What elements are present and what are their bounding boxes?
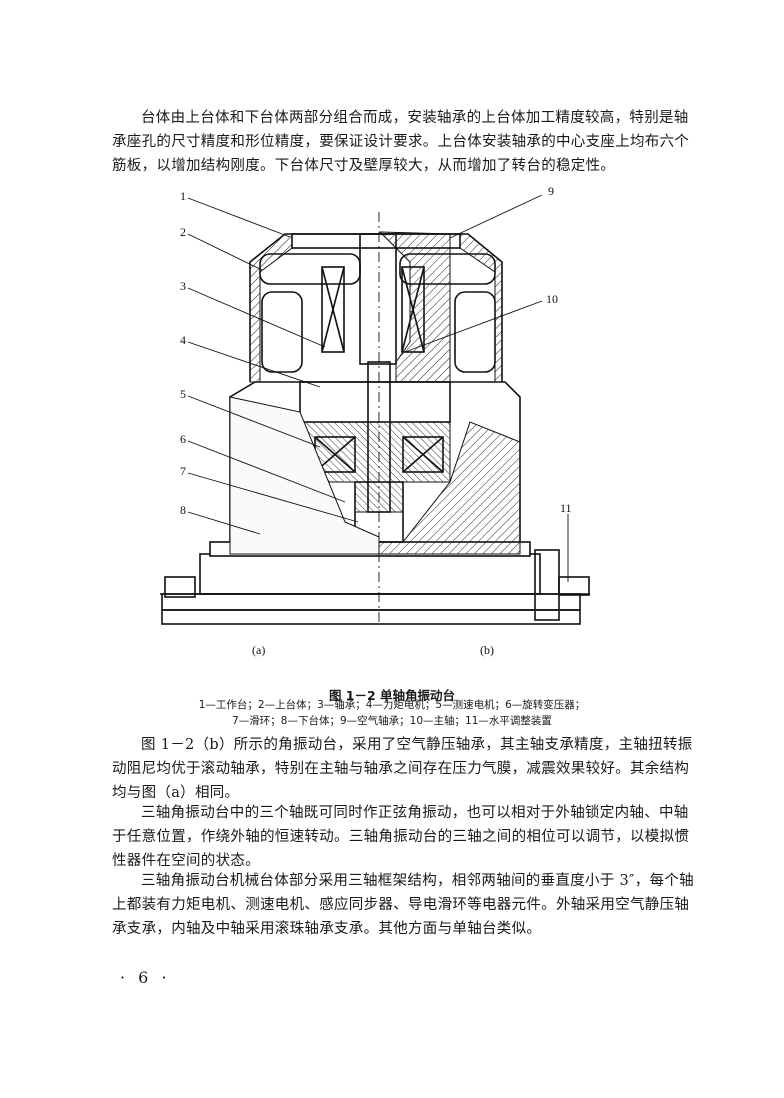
callout-11: 11 [560, 501, 572, 515]
callout-9: 9 [548, 184, 554, 198]
paragraph-body-3: 三轴角振动台中的三个轴既可同时作正弦角振动，也可以相对于外轴锁定内轴、中轴于任意… [112, 805, 690, 869]
paragraph-body-1: 台体由上台体和下台体两部分组合而成，安装轴承的上台体加工精度较高，特别是轴承座孔… [112, 110, 690, 174]
callout-4: 4 [180, 333, 186, 347]
callout-3: 3 [180, 279, 186, 293]
callout-8: 8 [180, 503, 186, 517]
subfigure-a-label: (a) [252, 643, 265, 657]
callout-6: 6 [180, 432, 186, 446]
paragraph-body-2: 图 1－2（b）所示的角振动台，采用了空气静压轴承，其主轴支承精度，主轴扭转振动… [112, 737, 693, 801]
callout-1: 1 [180, 189, 186, 203]
callout-2: 2 [180, 225, 186, 239]
figure-title: 图 1－2 单轴角振动台 [328, 688, 456, 703]
subfigure-b-label: (b) [480, 643, 494, 657]
figure-single-axis-vibration-table: 1 2 3 4 5 6 7 8 9 10 11 (a) (b) [160, 184, 590, 657]
callout-7: 7 [180, 464, 186, 478]
figure-legend-line-2: 7—滑环；8—下台体；9—空气轴承；10—主轴；11—水平调整装置 [232, 715, 552, 727]
callout-5: 5 [180, 387, 186, 401]
figure-legend-line-1: 1—工作台；2—上台体；3—轴承；4—力矩电机；5—测速电机；6—旋转变压器； [198, 699, 586, 711]
page-number: · 6 · [120, 968, 171, 987]
callout-10: 10 [546, 292, 558, 306]
paragraph-body-4: 三轴角振动台机械台体部分采用三轴框架结构，相邻两轴间的垂直度小于 3″，每个轴上… [112, 873, 694, 937]
